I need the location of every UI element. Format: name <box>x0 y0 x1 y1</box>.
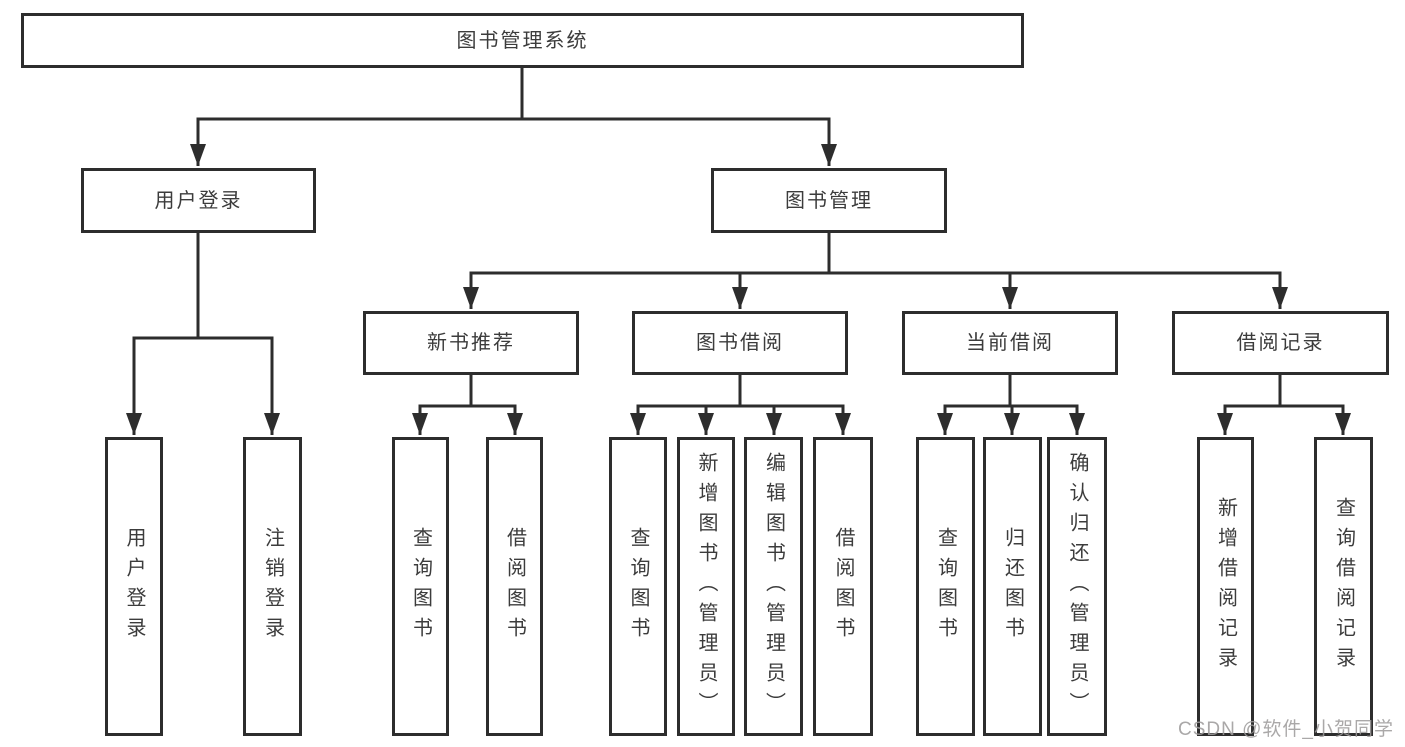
leaf-query-books-current: 查询图书 <box>916 437 975 736</box>
csdn-watermark: CSDN @软件_小贺同学 <box>1178 719 1394 740</box>
node-borrowing-records-label: 借阅记录 <box>1236 332 1325 354</box>
leaf-borrow-books-recommend: 借阅图书 <box>486 437 543 736</box>
leaf-edit-book-admin-label: 编辑图书（管理员） <box>762 451 785 722</box>
node-book-management-label: 图书管理 <box>785 189 873 212</box>
node-new-book-recommendation-label: 新书推荐 <box>427 332 515 354</box>
node-book-borrowing-label: 图书借阅 <box>696 332 784 354</box>
node-current-borrowing-label: 当前借阅 <box>966 332 1054 354</box>
leaf-confirm-return-admin: 确认归还（管理员） <box>1047 437 1107 736</box>
node-user-login: 用户登录 <box>81 168 316 233</box>
leaf-query-books-current-label: 查询图书 <box>934 526 957 647</box>
leaf-edit-book-admin: 编辑图书（管理员） <box>744 437 803 736</box>
leaf-borrow-books-borrow-label: 借阅图书 <box>832 526 854 647</box>
leaf-borrow-books-recommend-label: 借阅图书 <box>503 526 526 647</box>
leaf-confirm-return-admin-label: 确认归还（管理员） <box>1066 451 1088 722</box>
leaf-add-borrow-record-label: 新增借阅记录 <box>1214 496 1237 677</box>
node-new-book-recommendation: 新书推荐 <box>363 311 579 375</box>
leaf-logout-label: 注销登录 <box>261 526 284 647</box>
leaf-add-book-admin: 新增图书（管理员） <box>677 437 735 736</box>
node-current-borrowing: 当前借阅 <box>902 311 1118 375</box>
leaf-user-login: 用户登录 <box>105 437 163 736</box>
leaf-user-login-label: 用户登录 <box>123 526 145 647</box>
node-user-login-label: 用户登录 <box>154 189 243 212</box>
node-root-label: 图书管理系统 <box>456 29 589 52</box>
node-book-borrowing: 图书借阅 <box>632 311 848 375</box>
leaf-query-books-borrow-label: 查询图书 <box>627 526 649 647</box>
leaf-query-borrow-record-label: 查询借阅记录 <box>1332 496 1355 677</box>
leaf-return-books: 归还图书 <box>983 437 1042 736</box>
leaf-query-borrow-record: 查询借阅记录 <box>1314 437 1373 736</box>
leaf-return-books-label: 归还图书 <box>1001 526 1024 647</box>
leaf-add-borrow-record: 新增借阅记录 <box>1197 437 1254 736</box>
leaf-query-books-recommend-label: 查询图书 <box>409 526 432 647</box>
node-borrowing-records: 借阅记录 <box>1172 311 1389 375</box>
leaf-borrow-books-borrow: 借阅图书 <box>813 437 873 736</box>
leaf-logout: 注销登录 <box>243 437 302 736</box>
leaf-query-books-borrow: 查询图书 <box>609 437 667 736</box>
leaf-add-book-admin-label: 新增图书（管理员） <box>695 451 717 722</box>
node-book-management: 图书管理 <box>711 168 947 233</box>
node-root: 图书管理系统 <box>21 13 1024 68</box>
leaf-query-books-recommend: 查询图书 <box>392 437 449 736</box>
